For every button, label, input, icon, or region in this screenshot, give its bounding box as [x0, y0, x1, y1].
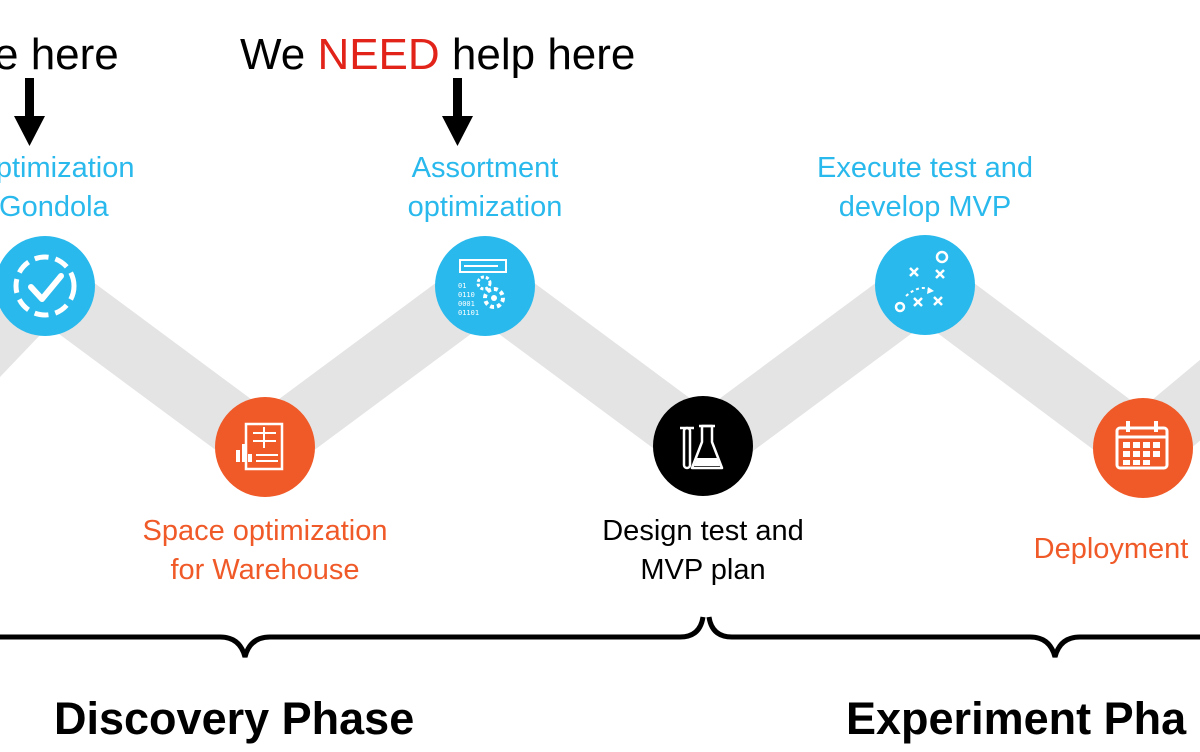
discovery-phase-brace [0, 616, 706, 658]
dashed-circle-check-icon [0, 236, 95, 336]
step-label-line: Space optimization [142, 515, 388, 547]
arrow-down-icon [14, 78, 45, 146]
step-label-line: optimization [407, 191, 563, 223]
calendar-icon [1093, 398, 1193, 498]
callout-need-suffix: help here [439, 30, 636, 79]
svg-text:01: 01 [458, 282, 466, 290]
experiment-phase-brace [706, 616, 1200, 658]
experiment-phase-title: Experiment Pha [846, 693, 1187, 744]
step-warehouse-label: Space optimization for Warehouse [142, 512, 387, 590]
step-assortment-label: Assortment optimization [408, 149, 563, 227]
discovery-phase-title: Discovery Phase [54, 693, 415, 744]
step-label-line: Deployment [1033, 533, 1189, 565]
step-label-line: r Gondola [0, 191, 109, 223]
step-label-line: Design test and [602, 515, 804, 547]
svg-text:0001: 0001 [458, 300, 475, 308]
step-execute-test-label: Execute test and develop MVP [817, 149, 1033, 227]
step-label-line: develop MVP [838, 191, 1012, 223]
zigzag-band [0, 243, 1200, 488]
step-label-line: for Warehouse [170, 554, 360, 586]
step-design-test-label: Design test and MVP plan [602, 512, 804, 590]
arrow-down-icon [442, 78, 473, 146]
svg-text:01101: 01101 [458, 309, 479, 317]
step-deployment-label: Deployment [1034, 530, 1189, 569]
step-label-line: MVP plan [640, 554, 766, 586]
callout-need-help: We NEED help here [240, 30, 635, 80]
callout-left-text: e here [0, 30, 119, 79]
strategy-play-icon [875, 235, 975, 335]
callout-need-prefix: We [240, 30, 318, 79]
svg-text:0110: 0110 [458, 291, 475, 299]
callout-need-word: NEED [317, 30, 440, 79]
step-label-line: Assortment [411, 152, 559, 184]
lab-flask-icon [653, 396, 753, 496]
step-label-line: Execute test and [816, 152, 1034, 184]
callout-left: e here [0, 30, 119, 80]
gears-binary-icon: 01 0110 0001 01101 [435, 236, 535, 336]
spreadsheet-chart-icon [215, 397, 315, 497]
step-gondola-label: e optimization r Gondola [0, 149, 134, 227]
step-label-line: e optimization [0, 152, 135, 184]
